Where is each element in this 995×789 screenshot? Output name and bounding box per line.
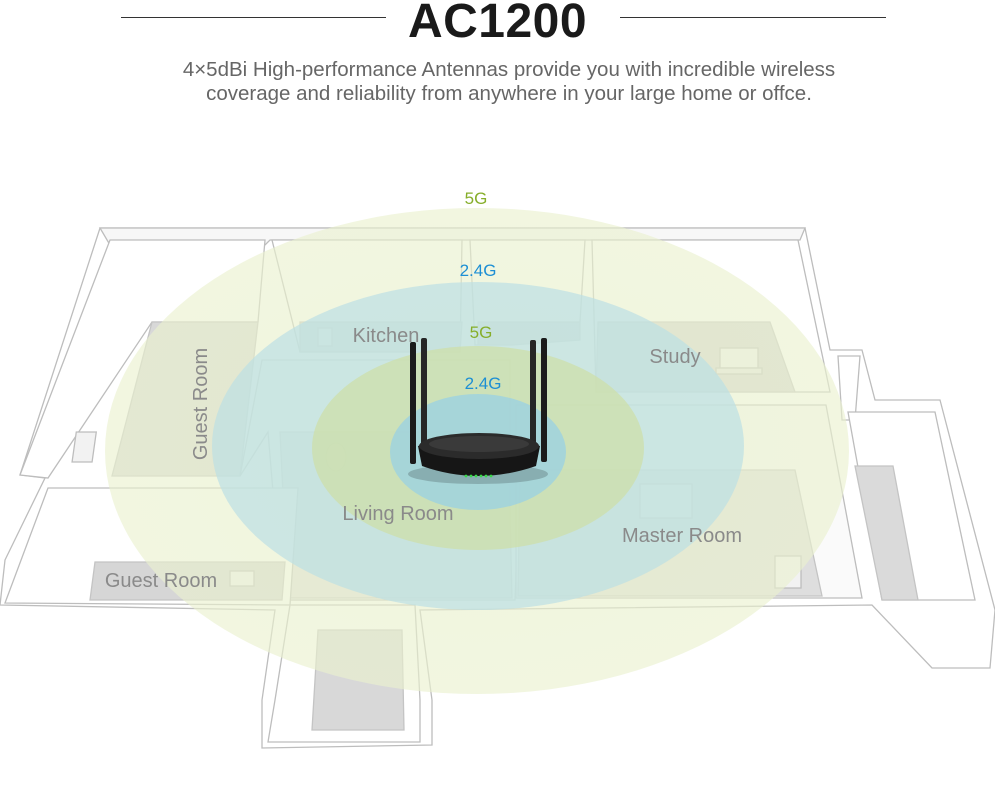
- band-label-5g-outer: 5G: [465, 189, 488, 208]
- band-label-24g-inner: 2.4G: [465, 374, 502, 393]
- band-label-24g-outer: 2.4G: [460, 261, 497, 280]
- band-label-5g-inner: 5G: [470, 323, 493, 342]
- subtitle-line-2: coverage and reliability from anywhere i…: [206, 82, 812, 105]
- room-label-kitchen: Kitchen: [353, 325, 420, 347]
- header: AC1200 4×5dBi High-performance Antennas …: [0, 0, 995, 110]
- led-1: [464, 474, 468, 478]
- led-4: [479, 474, 483, 478]
- antenna-4: [541, 338, 547, 462]
- antenna-3: [530, 340, 536, 458]
- antenna-1: [410, 342, 416, 464]
- router-top-highlight: [429, 436, 529, 452]
- antenna-2: [421, 338, 427, 456]
- router: [408, 338, 548, 484]
- room-label-guest-bottom: Guest Room: [105, 570, 217, 592]
- title-rule-left: [121, 17, 386, 18]
- router-leds: [464, 474, 493, 478]
- led-2: [469, 474, 473, 478]
- led-6: [489, 474, 493, 478]
- far-right-floor: [854, 465, 919, 601]
- page-subtitle: 4×5dBi High-performance Antennas provide…: [0, 58, 995, 106]
- subtitle-line-1: 4×5dBi High-performance Antennas provide…: [182, 58, 836, 81]
- room-label-living: Living Room: [342, 503, 453, 525]
- led-5: [484, 474, 488, 478]
- room-label-master: Master Room: [622, 525, 742, 547]
- room-label-study: Study: [649, 346, 700, 368]
- guest-left-bed: [71, 431, 98, 463]
- page-title: AC1200: [407, 0, 588, 48]
- room-label-guest-left: Guest Room: [190, 348, 212, 460]
- title-rule-right: [620, 17, 886, 18]
- led-3: [474, 474, 478, 478]
